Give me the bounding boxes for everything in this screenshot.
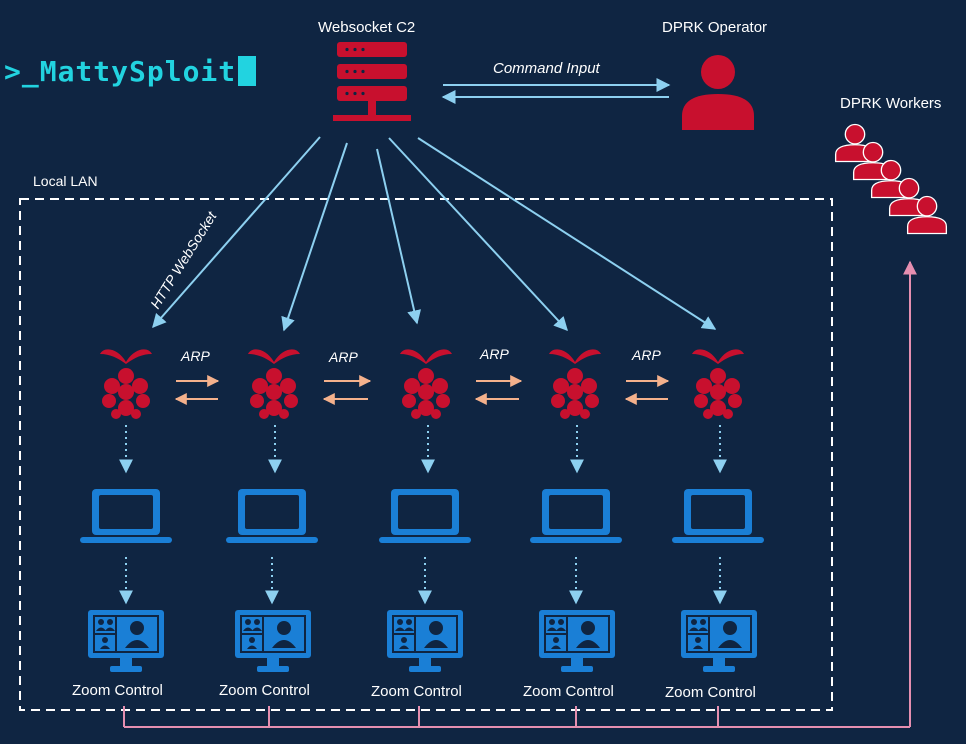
raspberry-pi-icon xyxy=(400,349,452,419)
zoom-control-label: Zoom Control xyxy=(219,682,310,699)
c2-server-label: Websocket C2 xyxy=(318,19,416,36)
video-conference-monitor-icon xyxy=(539,610,615,672)
arp-label: ARP xyxy=(632,347,661,363)
laptop-icon xyxy=(672,489,764,543)
laptop-icon xyxy=(226,489,318,543)
pi-to-laptop-arrows xyxy=(119,425,727,474)
raspberry-pi-icon xyxy=(549,349,601,419)
raspberry-pi-icon xyxy=(100,349,152,419)
laptop-to-monitor-arrows xyxy=(119,557,727,605)
video-conference-monitor-icon xyxy=(681,610,757,672)
command-input-label: Command Input xyxy=(493,60,600,77)
local-lan-label: Local LAN xyxy=(33,173,98,189)
arp-label: ARP xyxy=(480,346,509,362)
person-icon xyxy=(682,55,754,130)
server-rack-icon xyxy=(333,42,411,121)
raspberry-pi-icon xyxy=(248,349,300,419)
operator-label: DPRK Operator xyxy=(662,19,768,36)
video-conference-monitor-icon xyxy=(88,610,164,672)
zoom-control-label: Zoom Control xyxy=(72,682,163,699)
brand-title: >_MattySploit xyxy=(4,55,257,88)
video-conference-monitor-icon xyxy=(235,610,311,672)
workers-label: DPRK Workers xyxy=(840,95,942,112)
arp-label: ARP xyxy=(181,348,210,364)
laptop-icon xyxy=(379,489,471,543)
terminal-cursor xyxy=(238,56,257,86)
zoom-control-label: Zoom Control xyxy=(371,683,462,700)
zoom-control-label: Zoom Control xyxy=(523,683,614,700)
c2-link-lines xyxy=(152,136,717,332)
arp-label: ARP xyxy=(329,349,358,365)
laptop-icon xyxy=(530,489,622,543)
zoom-control-label: Zoom Control xyxy=(665,684,756,701)
laptop-icon xyxy=(80,489,172,543)
local-lan-boundary xyxy=(19,198,833,711)
worker-return-path xyxy=(123,260,917,728)
raspberry-pi-icon xyxy=(692,349,744,419)
arp-arrows xyxy=(174,375,670,405)
people-group-icon xyxy=(834,123,948,235)
video-conference-monitor-icon xyxy=(387,610,463,672)
